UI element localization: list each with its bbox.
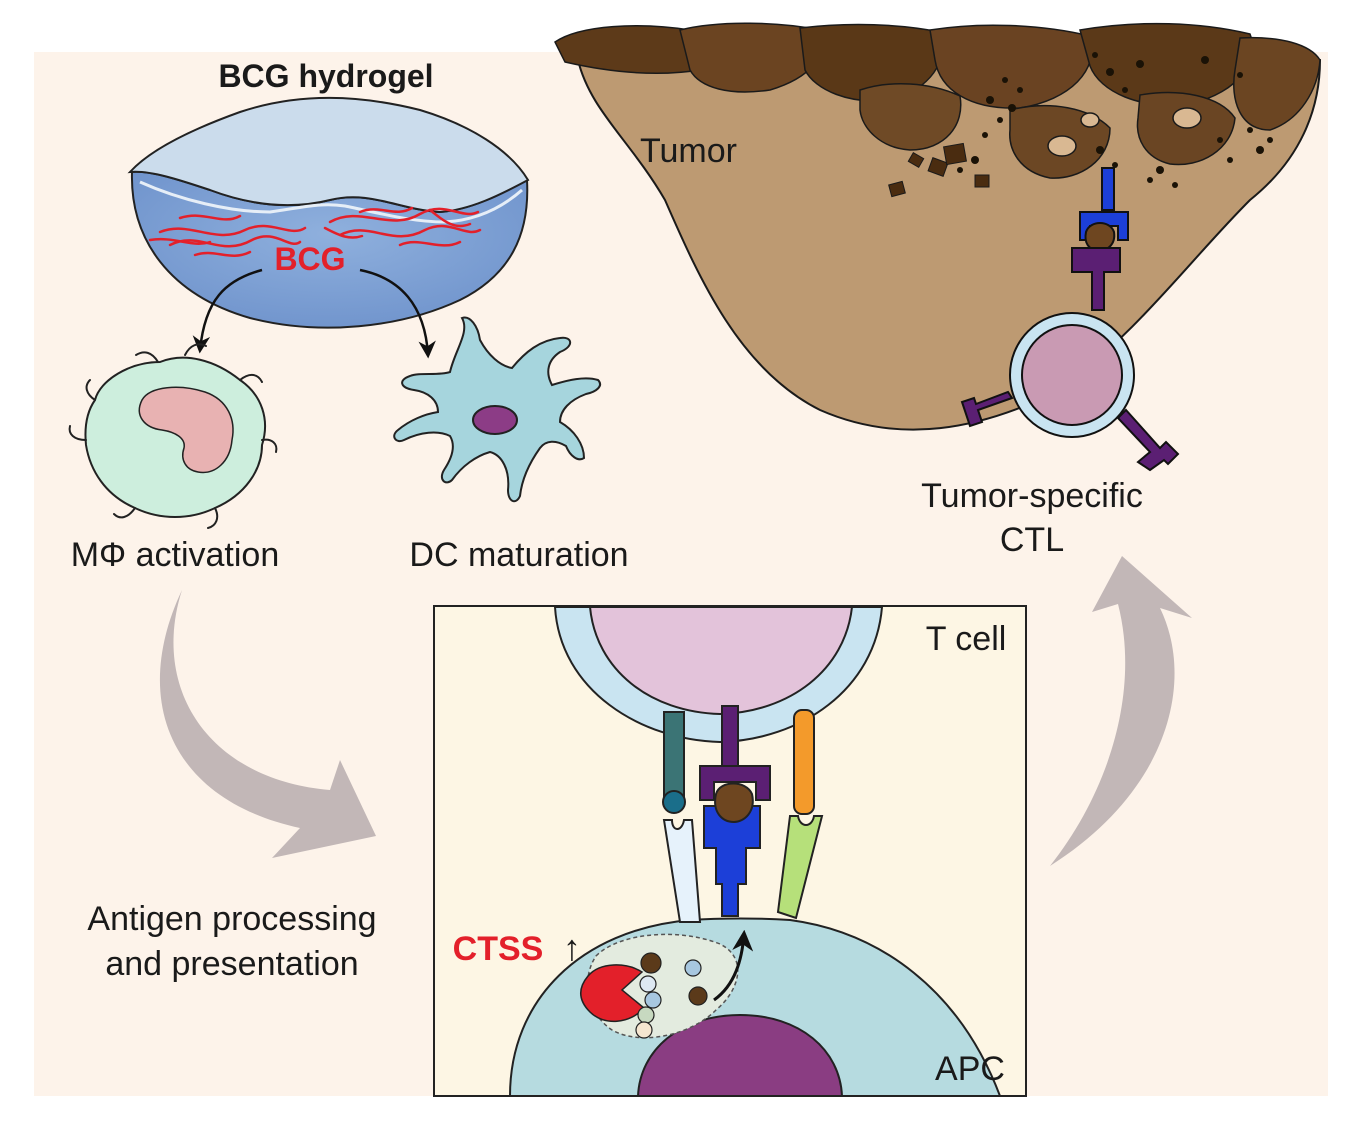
ctl-receptor-right — [1116, 408, 1180, 472]
arrow-to-dc — [359, 268, 436, 359]
tumor-specific-ctl: Tumor-specific CTL — [921, 167, 1180, 559]
ctl-antigen-peptide — [1084, 222, 1116, 252]
ctss-label: CTSS — [453, 930, 544, 968]
macrophage-nucleus — [138, 386, 234, 474]
tcr-mhc-complex — [699, 705, 771, 917]
inset-apc-nucleus — [636, 1013, 844, 1097]
inset-tcell-label: T cell — [926, 620, 1007, 658]
macrophage-label: MΦ activation — [71, 536, 280, 574]
ctl-receptor-left — [960, 390, 1014, 428]
tumor-surface-rocks — [554, 22, 1321, 179]
ctl-label-line2: CTL — [1000, 521, 1064, 559]
dendritic-cell: DC maturation — [393, 316, 629, 574]
peptide-fragments — [635, 952, 708, 1039]
costim-pair-left — [662, 711, 702, 923]
bcg-label: BCG — [274, 241, 345, 277]
peptide-loading-arrow — [713, 929, 754, 1002]
hydrogel-title: BCG hydrogel — [218, 58, 433, 94]
inset-tcell-nucleus — [588, 606, 854, 716]
bcg-hydrogel: BCG hydrogel BCG — [127, 58, 530, 359]
tumor-label: Tumor — [640, 132, 737, 170]
ctss-up-arrow: ↑ — [563, 927, 581, 968]
tumor-cell-nuclei — [1047, 107, 1202, 157]
arrow-to-macrophage — [192, 268, 263, 354]
ctl-label-line1: Tumor-specific — [921, 477, 1143, 515]
antigen-label-line1: Antigen processing — [87, 900, 376, 938]
hydrogel-top-surface — [127, 96, 530, 214]
tumor-debris — [957, 52, 1273, 188]
costim-pair-right — [776, 709, 824, 920]
grey-arrow-to-antigen-presentation — [159, 590, 376, 858]
inset-apc-label: APC — [935, 1050, 1005, 1088]
macrophage: MΦ activation — [68, 343, 280, 574]
ctl-nucleus — [1021, 324, 1123, 426]
dc-nucleus — [472, 405, 518, 435]
macrophage-cell-body — [84, 356, 266, 518]
macrophage-pseudopods — [68, 343, 278, 529]
ctl-tcr — [1071, 247, 1121, 311]
grey-arrow-to-ctl — [1050, 556, 1192, 866]
tumor-fragments — [888, 142, 990, 198]
ctss-enzyme — [580, 964, 646, 1023]
synapse-inset: T cell APC CTSS ↑ — [433, 605, 1027, 1097]
antigen-label-line2: and presentation — [105, 945, 358, 983]
tumor-mhc-complex — [1101, 167, 1115, 211]
tumor: Tumor — [554, 22, 1322, 431]
dc-label: DC maturation — [409, 536, 628, 574]
bcg-bacteria-strands — [148, 206, 482, 257]
